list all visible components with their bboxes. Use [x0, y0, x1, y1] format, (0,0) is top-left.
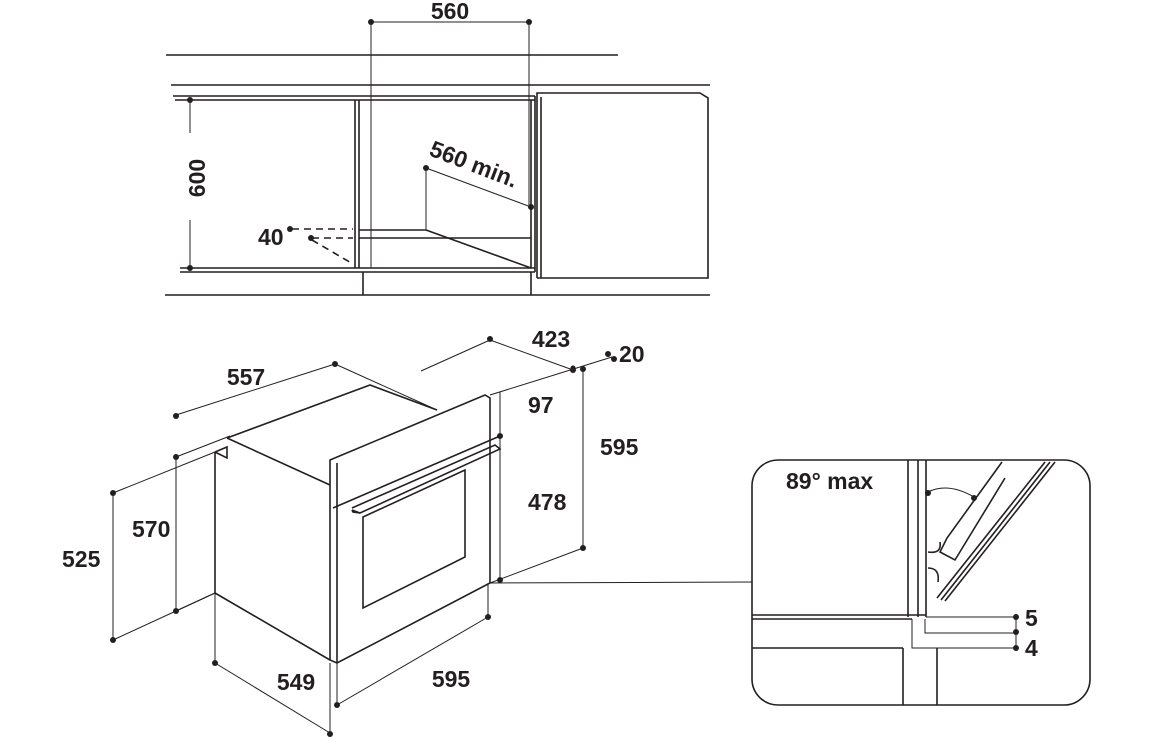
front-width-label: 595 [432, 666, 471, 692]
top-depth-label: 557 [227, 364, 265, 390]
niche-depth-label: 560 min. [426, 135, 521, 192]
door-hinge-detail-inset [751, 459, 1091, 706]
niche-height-label: 600 [184, 159, 210, 197]
vent-gap-label: 40 [258, 224, 284, 250]
door-height-label: 478 [528, 489, 567, 515]
niche-width-label: 560 [431, 0, 469, 24]
body-depth-label: 549 [277, 669, 315, 695]
front-height-label: 595 [600, 434, 639, 460]
side-height-label: 525 [62, 546, 101, 572]
gap-bottom-label: 4 [1025, 635, 1038, 661]
control-panel-height-label: 97 [528, 392, 554, 418]
door-angle-label: 89° max [786, 468, 873, 494]
body-height-label: 570 [132, 516, 170, 542]
oven-drawing [110, 336, 753, 737]
niche-drawing [165, 19, 710, 296]
gap-top-label: 5 [1025, 605, 1038, 631]
door-thickness-label: 20 [619, 341, 645, 367]
door-depth-label: 423 [532, 326, 570, 352]
